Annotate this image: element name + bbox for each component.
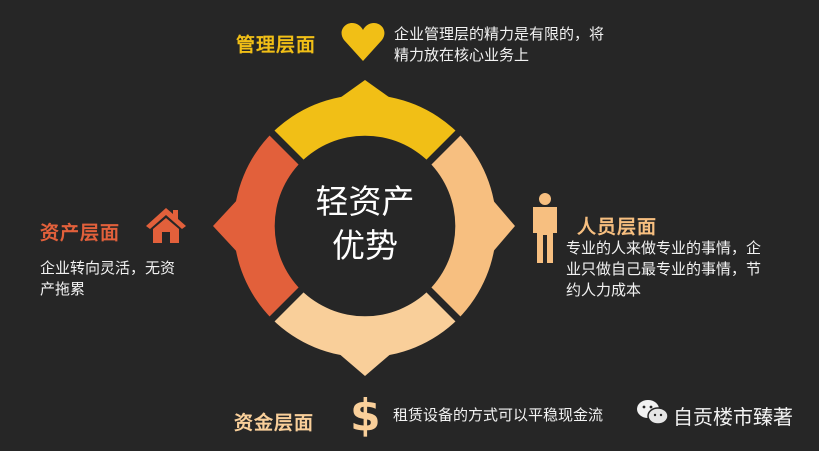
arrow-left <box>213 198 239 254</box>
assets-desc-line-2: 产拖累 <box>40 280 86 298</box>
center-label: 轻资产 优势 <box>285 180 445 268</box>
wechat-icon <box>637 400 669 425</box>
capital-title: 资金层面 <box>234 412 315 434</box>
ring-segment-management <box>272 94 458 162</box>
center-line-1: 轻资产 <box>315 182 415 221</box>
personnel-desc-line-2: 业只做自己最专业的事情，节 <box>566 260 762 278</box>
management-desc-line-1: 企业管理层的精力是有限的，将 <box>394 25 605 43</box>
ring-segment-capital <box>272 290 458 358</box>
management-desc-line-2: 精力放在核心业务上 <box>394 46 530 64</box>
assets-desc-line-1: 企业转向灵活，无资 <box>40 259 176 277</box>
management-desc: 企业管理层的精力是有限的，将 精力放在核心业务上 <box>394 24 604 66</box>
center-line-2: 优势 <box>332 226 398 265</box>
arrow-right <box>491 198 515 254</box>
ring-segment-assets <box>233 133 301 319</box>
personnel-title: 人员层面 <box>577 216 658 238</box>
heart-icon <box>341 23 385 61</box>
ring-segment-personnel <box>429 133 497 319</box>
capital-desc: 租赁设备的方式可以平稳现金流 <box>393 406 604 424</box>
management-title: 管理层面 <box>236 34 317 56</box>
personnel-desc-line-1: 专业的人来做专业的事情，企 <box>566 239 762 257</box>
house-icon <box>146 208 186 243</box>
personnel-desc-line-3: 约人力成本 <box>566 281 642 299</box>
dollar-icon: $ <box>350 390 381 441</box>
assets-title: 资产层面 <box>40 222 121 244</box>
arrow-bottom <box>337 352 393 376</box>
watermark-text: 自贡楼市臻著 <box>673 405 793 429</box>
arrow-top <box>337 80 393 100</box>
assets-desc: 企业转向灵活，无资 产拖累 <box>40 258 175 300</box>
personnel-desc: 专业的人来做专业的事情，企 业只做自己最专业的事情，节 约人力成本 <box>566 238 761 301</box>
person-icon <box>533 193 557 263</box>
